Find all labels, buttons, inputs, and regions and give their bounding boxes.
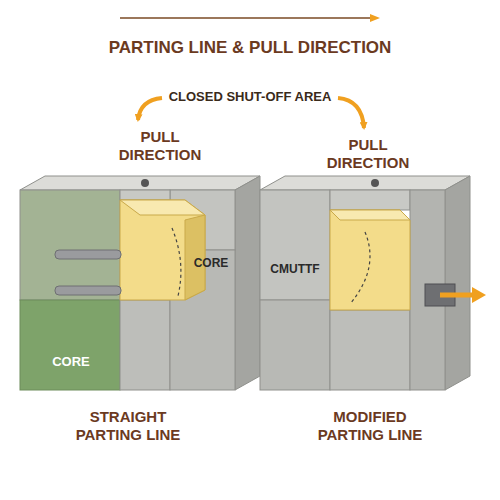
straight-mold bbox=[20, 176, 260, 390]
callout-arrow bbox=[338, 98, 364, 128]
part-label: CORE bbox=[36, 354, 106, 370]
caption-label: STRAIGHT PARTING LINE bbox=[60, 408, 196, 444]
callout-arrow bbox=[138, 98, 162, 120]
title: PARTING LINE & PULL DIRECTION bbox=[20, 38, 480, 58]
part-label: CMUTTF bbox=[264, 262, 326, 276]
pull-direction-label: PULL DIRECTION bbox=[316, 136, 420, 172]
caption-label: MODIFIED PARTING LINE bbox=[302, 408, 438, 444]
top-rule bbox=[120, 17, 372, 19]
modified-mold bbox=[260, 176, 486, 390]
callout-label: CLOSED SHUT-OFF AREA bbox=[150, 89, 350, 105]
pull-direction-label: PULL DIRECTION bbox=[108, 128, 212, 164]
top-rule-head bbox=[370, 14, 380, 22]
part-label: CORE bbox=[189, 256, 233, 270]
